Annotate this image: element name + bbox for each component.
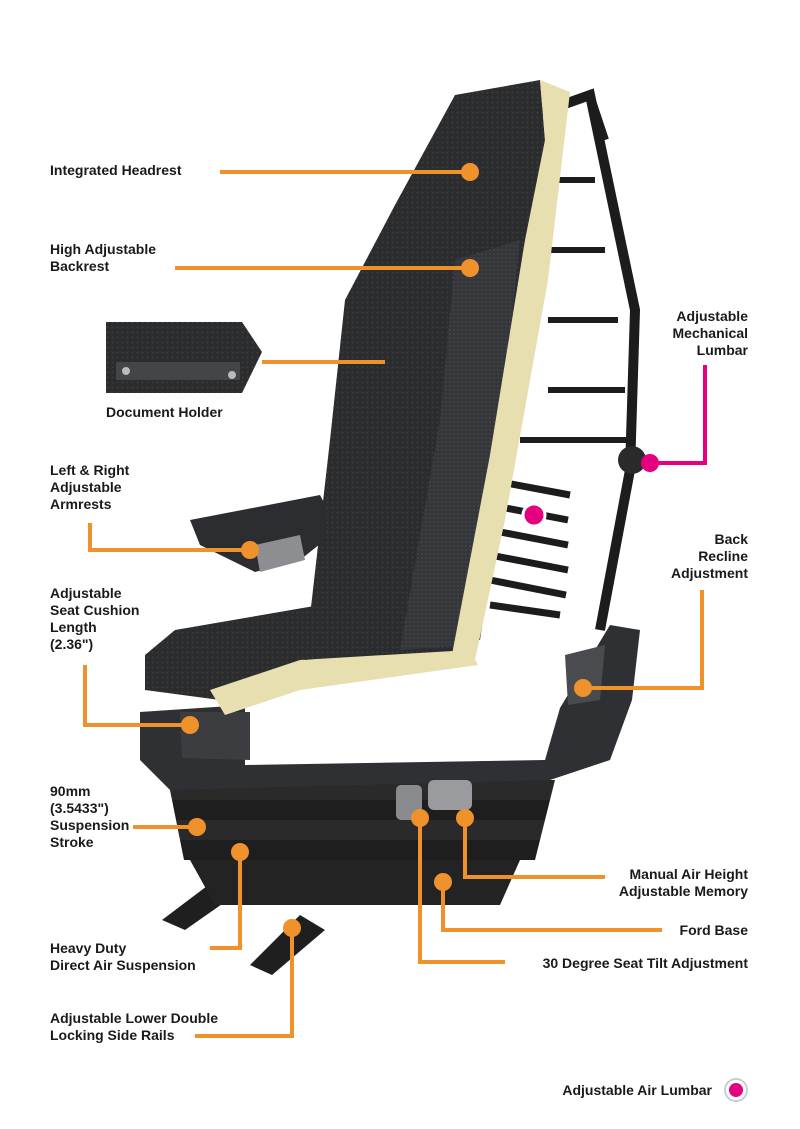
air-lumbar-marker xyxy=(521,502,547,528)
leader-heavy-duty xyxy=(210,852,242,950)
dot-heavy-duty xyxy=(231,843,249,861)
dot-backrest xyxy=(461,259,479,277)
leader-back-recline xyxy=(583,590,704,690)
seat-illustration xyxy=(106,80,646,975)
leader-manual-air xyxy=(463,818,605,879)
label-heavy-duty-suspension: Heavy Duty Direct Air Suspension xyxy=(50,940,196,973)
label-back-recline: Back Recline Adjustment xyxy=(671,531,748,581)
height-lever xyxy=(428,780,472,810)
leader-armrests xyxy=(88,523,250,552)
leader-seat-tilt xyxy=(418,818,505,964)
backrest-foam-edge xyxy=(450,80,570,665)
suspension-bellows xyxy=(168,780,555,860)
leader-seat-cushion xyxy=(83,665,190,727)
dot-side-rails xyxy=(283,919,301,937)
dot-headrest xyxy=(461,163,479,181)
legend-air-lumbar-label: Adjustable Air Lumbar xyxy=(562,1082,712,1098)
label-manual-air-height: Manual Air Height Adjustable Memory xyxy=(618,866,748,899)
label-document-holder: Document Holder xyxy=(106,404,223,420)
seat-cushion-foam xyxy=(210,650,478,715)
base-foot-right xyxy=(250,915,325,975)
label-integrated-headrest: Integrated Headrest xyxy=(50,162,182,178)
dot-mechanical-lumbar xyxy=(641,454,659,472)
leader-lines xyxy=(83,170,704,1038)
dot-seat-tilt xyxy=(411,809,429,827)
lumbar-knob xyxy=(618,446,646,474)
label-seat-tilt: 30 Degree Seat Tilt Adjustment xyxy=(542,955,748,971)
label-suspension-stroke: 90mm (3.5433") Suspension Stroke xyxy=(50,783,130,850)
label-lower-side-rails: Adjustable Lower Double Locking Side Rai… xyxy=(50,1010,219,1043)
document-holder-inset xyxy=(106,322,262,393)
label-seat-cushion-length: Adjustable Seat Cushion Length (2.36") xyxy=(50,585,140,652)
label-high-adjustable-backrest: High Adjustable Backrest xyxy=(50,241,157,274)
dot-suspension-stroke xyxy=(188,818,206,836)
label-mechanical-lumbar: Adjustable Mechanical Lumbar xyxy=(672,308,748,358)
backrest-insert xyxy=(400,240,520,650)
label-ford-base: Ford Base xyxy=(679,922,748,938)
dot-armrests xyxy=(241,541,259,559)
leader-ford-base xyxy=(441,882,662,932)
dot-ford-base xyxy=(434,873,452,891)
armrest-pad-end xyxy=(255,535,305,572)
dot-seat-cushion xyxy=(181,716,199,734)
leader-side-rails xyxy=(195,928,294,1038)
dot-back-recline xyxy=(574,679,592,697)
legend-air-lumbar-icon xyxy=(724,1078,748,1102)
leader-dots xyxy=(181,163,592,937)
label-left-right-armrests: Left & Right Adjustable Armrests xyxy=(50,462,130,512)
leader-mechanical-lumbar xyxy=(650,365,707,465)
dot-manual-air xyxy=(456,809,474,827)
base-plate xyxy=(190,860,520,905)
